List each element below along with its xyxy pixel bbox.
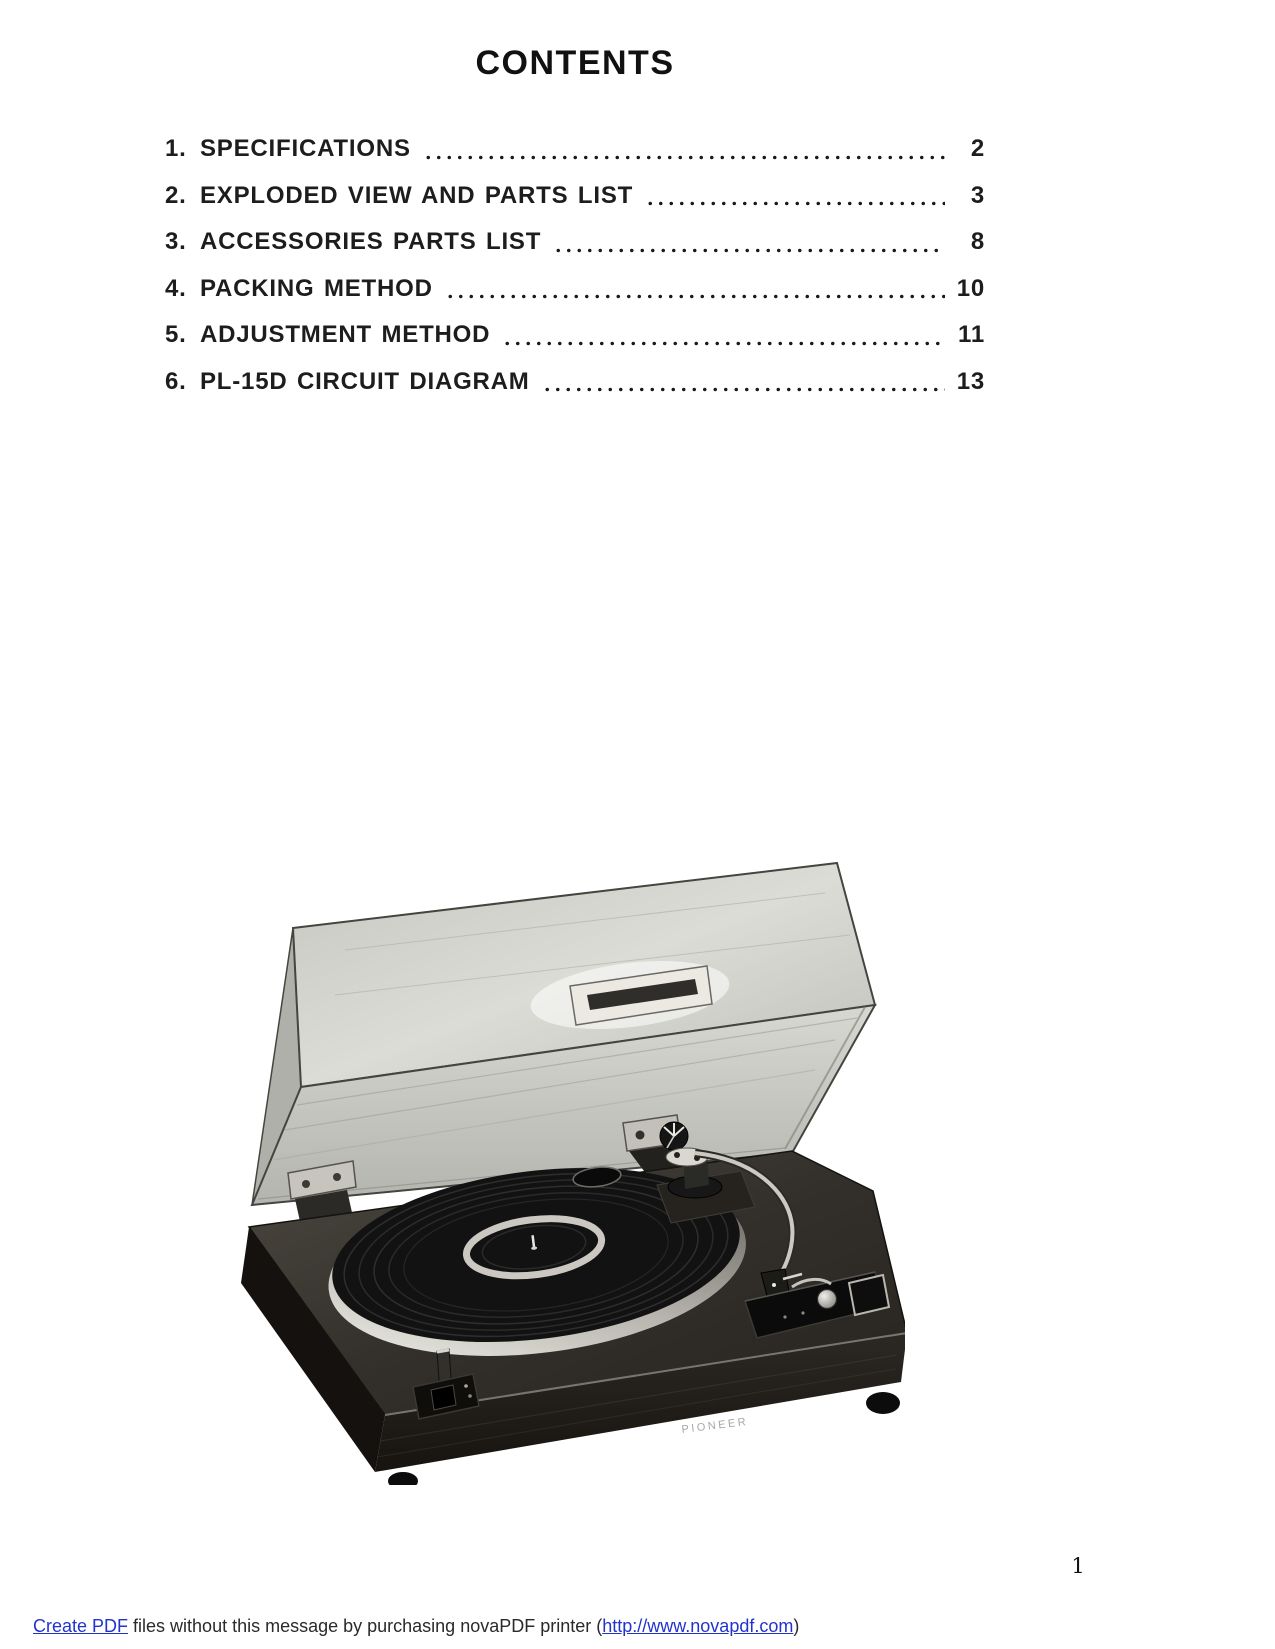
- toc-entry-label: PACKING METHOD: [200, 274, 433, 302]
- spindle: [531, 1235, 536, 1249]
- toc-entry-page: 2: [970, 135, 985, 162]
- toc-entry-label: ADJUSTMENT METHOD: [200, 321, 491, 348]
- toc-entry-label: PL-15D CIRCUIT DIAGRAM: [200, 367, 530, 395]
- footer-text: files without this message by purchasing…: [128, 1616, 603, 1636]
- platter-label-ring: [462, 1215, 606, 1280]
- turntable-photo: PIONEER: [241, 861, 905, 1485]
- hinge-left: [287, 1160, 357, 1226]
- toc-entry-page: 11: [958, 321, 985, 348]
- brand-logo-text: PIONEER: [681, 1416, 749, 1436]
- spindle-adaptor-recess: [572, 1166, 622, 1188]
- toc-entry-number: 5.: [165, 321, 187, 348]
- page-number: 1: [1071, 1554, 1085, 1578]
- platter: [328, 1167, 746, 1356]
- toc-entry-page: 10: [956, 274, 985, 302]
- counterweight: [659, 1121, 689, 1151]
- toc-entry-number: 3.: [165, 228, 187, 255]
- toc-entry-number: 2.: [165, 181, 187, 209]
- toc-entry-label: EXPLODED VIEW AND PARTS LIST: [200, 181, 634, 209]
- tonearm: [656, 1121, 803, 1312]
- tonearm-tube: [694, 1151, 795, 1286]
- dot-leader: [422, 154, 945, 160]
- toc-entry: 4. PACKING METHOD 10: [165, 266, 985, 313]
- control-panel: [744, 1271, 891, 1339]
- speed-selector-lever: [412, 1348, 480, 1420]
- toc-entry: 5. ADJUSTMENT METHOD 11: [165, 312, 985, 359]
- reject-lever-window: [847, 1273, 891, 1317]
- dot-leader: [553, 247, 945, 253]
- table-of-contents: 1. SPECIFICATIONS 2 2. EXPLODED VIEW AND…: [165, 126, 985, 405]
- toc-entry-page: 3: [970, 181, 985, 209]
- finger-lift: [782, 1272, 803, 1281]
- novapdf-url-link[interactable]: http://www.novapdf.com: [602, 1616, 794, 1636]
- toc-entry-number: 1.: [165, 135, 187, 162]
- dot-leader: [541, 387, 945, 392]
- turntable-foot: [866, 1392, 900, 1414]
- toc-entry-page: 8: [970, 228, 985, 255]
- toc-entry-label: ACCESSORIES PARTS LIST: [200, 228, 542, 255]
- turntable-foot: [388, 1472, 418, 1485]
- cueing-lever: [791, 1278, 832, 1289]
- toc-entry-label: SPECIFICATIONS: [200, 135, 411, 162]
- footer-text-end: ): [793, 1616, 800, 1636]
- toc-entry-page: 13: [956, 367, 985, 395]
- toc-entry-number: 6.: [165, 367, 187, 395]
- toc-entry: 3. ACCESSORIES PARTS LIST 8: [165, 219, 985, 266]
- toc-entry: 6. PL-15D CIRCUIT DIAGRAM 13: [165, 359, 985, 406]
- page-title: CONTENTS: [475, 44, 675, 82]
- toc-entry: 1. SPECIFICATIONS 2: [165, 126, 985, 173]
- toc-entry: 2. EXPLODED VIEW AND PARTS LIST 3: [165, 173, 985, 220]
- create-pdf-link[interactable]: Create PDF: [33, 1616, 129, 1636]
- novapdf-footer: Create PDF files without this message by…: [33, 1616, 799, 1637]
- dot-leader: [645, 201, 945, 206]
- control-knob: [816, 1288, 838, 1310]
- toc-entry-number: 4.: [165, 274, 187, 302]
- dot-leader: [444, 294, 945, 299]
- dot-leader: [502, 340, 945, 346]
